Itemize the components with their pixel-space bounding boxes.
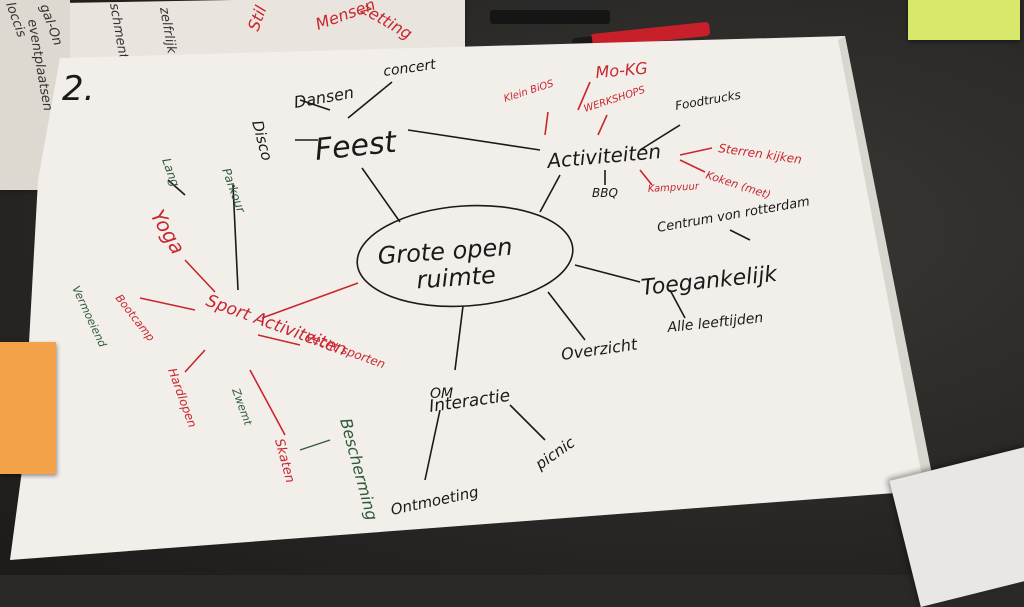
photo-scene: Stil Mensen zetting zelfrlijk schmentere…	[0, 0, 1024, 575]
yellow-sticky-note	[908, 0, 1020, 40]
interactie-top: OM	[430, 386, 453, 402]
act-item-mokg: Mo-KG	[595, 59, 649, 82]
black-marker	[490, 10, 610, 24]
center-ellipse	[356, 204, 574, 308]
main-paper	[10, 36, 935, 560]
center-topic: Grote open ruimte	[377, 233, 513, 295]
mindmap-sheet: 2. Grote open ruimte Feest Dansen concer…	[10, 36, 935, 560]
orange-sticky-note	[0, 342, 56, 474]
act-item-kampvuur: Kampvuur	[648, 181, 701, 195]
feest-item-concert: concert	[382, 57, 437, 80]
feest-title: Feest	[313, 124, 399, 167]
act-item-bbq: BBQ	[592, 186, 618, 200]
black-connectors	[167, 81, 751, 481]
page-number: 2.	[62, 69, 94, 109]
green-connectors	[299, 439, 331, 451]
center-line-2: ruimte	[416, 261, 497, 294]
red-connectors	[139, 81, 713, 436]
